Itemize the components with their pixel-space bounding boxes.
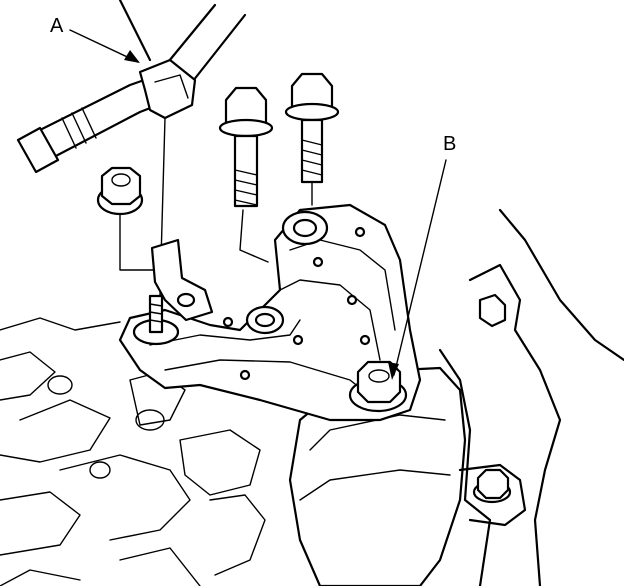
callout-b-label: B <box>443 133 456 155</box>
stud-bolt <box>132 294 180 346</box>
flange-nut-left <box>96 166 144 216</box>
wire-bracket <box>150 238 214 322</box>
hose-clamp <box>138 58 197 120</box>
callout-a: A <box>50 15 140 63</box>
mounting-bracket <box>118 203 422 422</box>
bolt-right <box>284 72 340 184</box>
callout-a-arrowhead <box>124 50 140 63</box>
callout-a-label: A <box>50 15 64 37</box>
callout-b-arrowhead <box>388 362 399 380</box>
callout-b: B <box>388 133 456 380</box>
flange-nut-b <box>348 360 408 413</box>
bolt-left <box>218 86 274 208</box>
